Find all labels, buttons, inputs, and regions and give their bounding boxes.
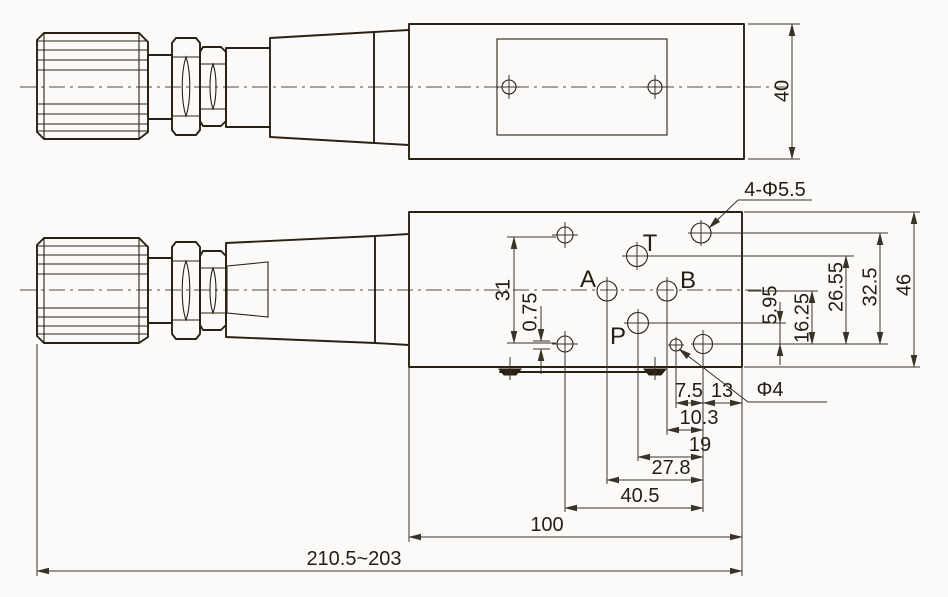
dim-5-95: 5.95 bbox=[759, 286, 784, 365]
dim-26-55-label: 26.55 bbox=[825, 262, 847, 312]
dim-13: 13 bbox=[702, 380, 743, 407]
dim-32-5: 32.5 bbox=[859, 232, 884, 345]
dim-32-5-label: 32.5 bbox=[859, 268, 881, 307]
dim-5-95-label: 5.95 bbox=[759, 286, 781, 325]
dim-40-5: 40.5 bbox=[564, 485, 704, 512]
dim-top-height-label: 40 bbox=[771, 80, 793, 102]
valve-body-top bbox=[408, 23, 745, 160]
lock-nut-top bbox=[171, 37, 227, 136]
lock-nut-bottom bbox=[171, 241, 227, 340]
dim-19-label: 19 bbox=[689, 434, 711, 456]
dim-7-5-label: 7.5 bbox=[675, 380, 703, 402]
dim-46-label: 46 bbox=[893, 274, 915, 296]
dim-10-3: 10.3 bbox=[666, 407, 719, 434]
dim-19: 19 bbox=[637, 434, 711, 461]
label-drain-hole-text: Φ4 bbox=[756, 379, 783, 401]
label-mount-holes-text: 4-Φ5.5 bbox=[744, 179, 806, 201]
dim-top-height: 40 bbox=[748, 23, 800, 160]
dim-10-3-label: 10.3 bbox=[680, 407, 719, 429]
port-label-t: T bbox=[643, 230, 658, 257]
dim-40-5-label: 40.5 bbox=[621, 485, 660, 507]
label-drain-hole: Φ4 bbox=[678, 348, 827, 403]
valve-body-bottom bbox=[408, 211, 743, 380]
dim-overall-length: 210.5~203 bbox=[36, 344, 743, 576]
dim-100: 100 bbox=[408, 368, 743, 576]
adjustment-knob-bottom bbox=[36, 237, 149, 344]
dim-31-label: 31 bbox=[492, 279, 514, 301]
spring-housing-bottom bbox=[225, 233, 410, 346]
dim-31: 31 bbox=[492, 236, 556, 344]
dim-16-25: 16.25 bbox=[748, 290, 818, 345]
dim-26-55: 26.55 bbox=[825, 255, 850, 345]
dim-0-75-label: 0.75 bbox=[519, 293, 541, 332]
dim-100-label: 100 bbox=[530, 514, 563, 536]
adjustment-knob-top bbox=[36, 32, 149, 140]
dim-0-75: 0.75 bbox=[519, 293, 550, 374]
dim-7-5: 7.5 bbox=[675, 380, 704, 407]
spring-housing-top bbox=[225, 29, 410, 146]
top-view: 40 bbox=[20, 23, 800, 160]
dimension-annotations: 31 0.75 5.95 16.25 26.55 32.5 bbox=[36, 179, 920, 576]
dim-27-8-label: 27.8 bbox=[652, 457, 691, 479]
bottom-view: T A B P bbox=[20, 211, 888, 512]
inner-cone bbox=[226, 261, 269, 318]
dim-46: 46 bbox=[744, 211, 920, 368]
dim-13-label: 13 bbox=[711, 380, 733, 402]
dim-16-25-label: 16.25 bbox=[791, 293, 813, 343]
port-label-b: B bbox=[680, 267, 696, 294]
label-mount-holes: 4-Φ5.5 bbox=[708, 179, 812, 229]
dim-27-8: 27.8 bbox=[606, 457, 704, 484]
port-label-p: P bbox=[610, 323, 626, 350]
dim-overall-length-label: 210.5~203 bbox=[306, 548, 401, 570]
port-holes bbox=[552, 220, 888, 512]
port-label-a: A bbox=[580, 266, 596, 293]
